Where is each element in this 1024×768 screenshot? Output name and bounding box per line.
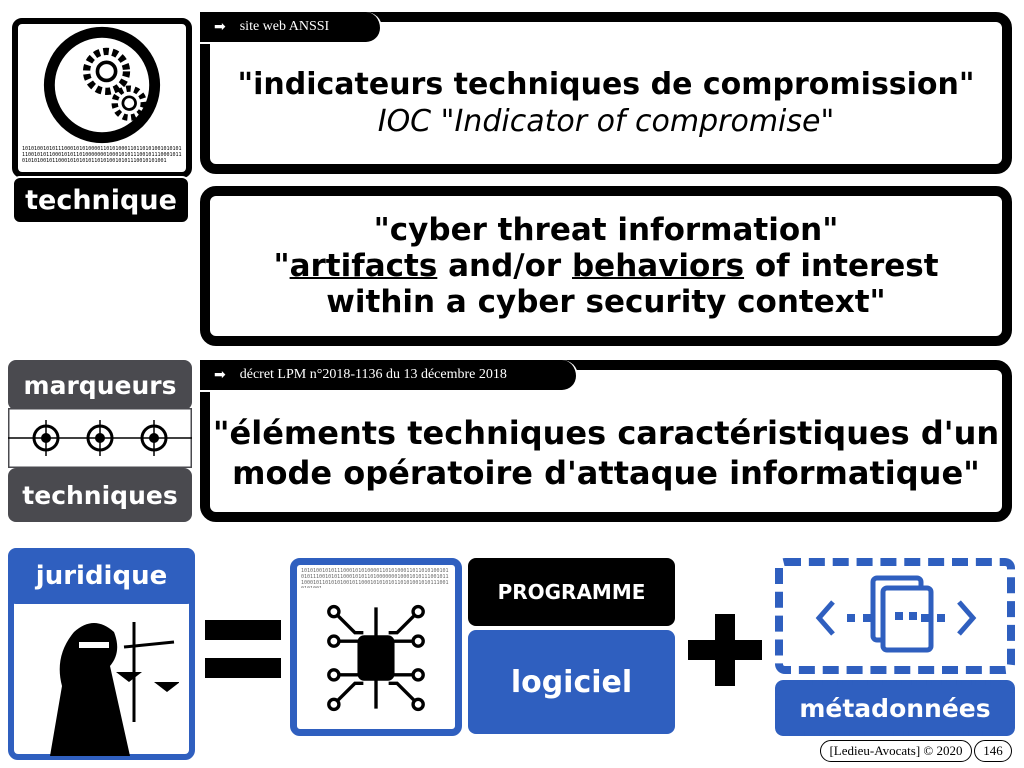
- arrow-right-icon: ➡: [214, 19, 226, 35]
- logiciel-label: logiciel: [468, 630, 675, 734]
- cti-line-3: within a cyber security context": [326, 284, 886, 320]
- crosshair-targets-icon: [8, 408, 192, 468]
- footer-credit: [Ledieu-Avocats] © 2020: [820, 740, 972, 762]
- source-label: décret LPM n°2018-1136 du 13 décembre 20…: [239, 367, 507, 382]
- technique-label: technique: [12, 176, 190, 224]
- binary-background: 1010100101011100010101000011010100011011…: [301, 568, 451, 588]
- code-files-icon: [815, 575, 977, 653]
- metadonnees-label: métadonnées: [773, 678, 1017, 738]
- lpm-line-2: mode opératoire d'attaque informatique": [232, 454, 980, 492]
- marqueurs-label: marqueurs: [8, 360, 192, 410]
- lpm-line-1: "éléments techniques caractéristiques d'…: [212, 414, 1000, 452]
- program-chip-panel: 1010100101011100010101000011010100011011…: [290, 558, 462, 736]
- lpm-definition-box: "éléments techniques caractéristiques d'…: [200, 360, 1012, 522]
- plus-sign: [688, 614, 762, 686]
- gears-icon: [43, 26, 161, 144]
- source-tab-anssi: ➡ site web ANSSI: [200, 12, 382, 44]
- cti-line-1: "cyber threat information": [373, 212, 839, 248]
- microchip-icon: [327, 604, 425, 712]
- ioc-definition-box: "indicateurs techniques de compromission…: [200, 12, 1012, 174]
- source-tab-lpm: ➡ décret LPM n°2018-1136 du 13 décembre 2…: [200, 360, 578, 392]
- techniques-label: techniques: [8, 468, 192, 522]
- ioc-french-term: "indicateurs techniques de compromission…: [237, 67, 975, 102]
- arrow-right-icon: ➡: [214, 367, 226, 383]
- cti-definition-box: "cyber threat information" "artifacts an…: [200, 186, 1012, 346]
- technique-icon-panel: 1010100101011100010101000011010100011011…: [12, 18, 192, 178]
- metadata-panel: [775, 558, 1015, 674]
- programme-label: PROGRAMME: [468, 558, 675, 626]
- equals-sign: [205, 620, 281, 680]
- lady-justice-icon: [50, 622, 179, 756]
- ioc-english-term: IOC "Indicator of compromise": [377, 104, 835, 139]
- source-label: site web ANSSI: [239, 19, 330, 34]
- cti-line-2: "artifacts and/or behaviors of interest: [273, 248, 939, 284]
- page-number: 146: [974, 740, 1012, 762]
- juridique-label: juridique: [8, 548, 195, 604]
- binary-background: 1010100101011100010101000011010100011011…: [22, 146, 182, 166]
